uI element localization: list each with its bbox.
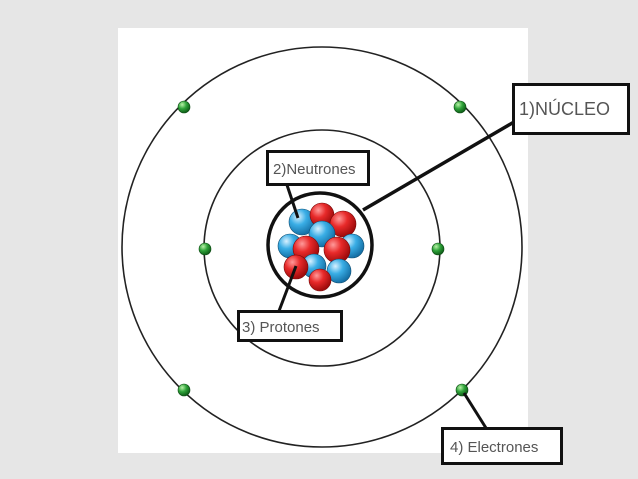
label-neutrones: 2)Neutrones — [266, 150, 370, 186]
nucleo-leader-line — [363, 122, 514, 210]
electron — [199, 243, 211, 255]
label-electrones: 4) Electrones — [441, 427, 563, 465]
label-protones: 3) Protones — [237, 310, 343, 342]
electron — [454, 101, 466, 113]
electron — [178, 384, 190, 396]
proton-particle — [309, 269, 331, 291]
electron — [178, 101, 190, 113]
nucleus — [268, 193, 372, 297]
electron — [432, 243, 444, 255]
electrones-leader-line — [464, 393, 486, 428]
label-nucleo: 1)NÚCLEO — [512, 83, 630, 135]
